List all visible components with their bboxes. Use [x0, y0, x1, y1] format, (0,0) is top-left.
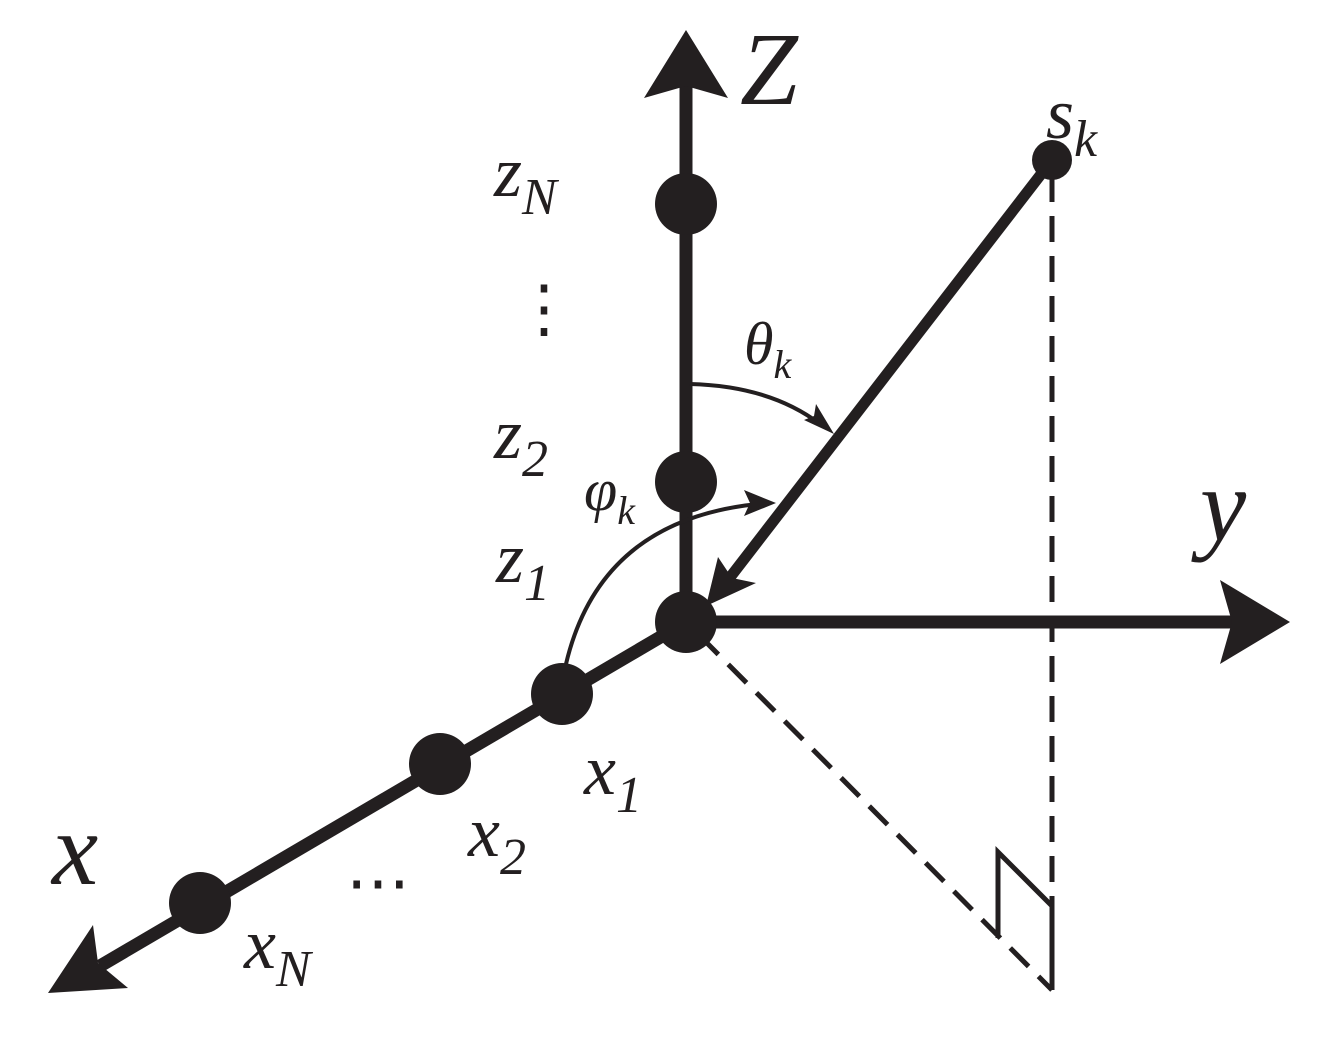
y-axis-label: y	[1191, 448, 1247, 563]
z-n-sub: N	[521, 169, 560, 226]
phi-label-base: φ	[584, 457, 617, 523]
x-1-sub: 1	[616, 767, 642, 824]
x-n-base: x	[243, 904, 276, 984]
z-element-2-label: z2	[493, 394, 548, 488]
x-element-n-label: xN	[243, 904, 314, 998]
z-element-2	[655, 451, 717, 513]
z-array-elements	[655, 173, 717, 653]
x-element-1	[531, 663, 593, 725]
theta-arc-arrowhead	[804, 404, 834, 434]
x-axis-arrowhead	[48, 925, 128, 993]
x-2-sub: 2	[500, 829, 526, 886]
x-ellipsis: ⋯	[346, 846, 410, 920]
z-axis-arrowhead	[644, 30, 728, 98]
x-2-base: x	[467, 792, 500, 872]
z-axis	[644, 30, 728, 622]
origin-element	[655, 591, 717, 653]
right-angle-marker	[995, 845, 1055, 985]
theta-label-sub: k	[773, 342, 792, 387]
source-point	[1032, 140, 1072, 180]
x-axis-label: x	[50, 792, 98, 907]
x-array-elements	[169, 663, 593, 934]
z-1-base: z	[495, 518, 524, 598]
phi-label: φk	[584, 457, 636, 533]
source-label-sub: k	[1074, 111, 1098, 168]
x-n-sub: N	[275, 941, 314, 998]
z-2-base: z	[493, 394, 522, 474]
x-element-2-label: x2	[467, 792, 526, 886]
z-axis-label: Z	[740, 12, 799, 127]
z-n-base: z	[493, 132, 522, 212]
z-2-sub: 2	[522, 431, 548, 488]
source-label: sk	[1046, 74, 1098, 168]
phi-arc-arrowhead	[744, 490, 776, 516]
z-element-n-label: zN	[493, 132, 560, 226]
z-element-1-label: z1	[495, 518, 550, 612]
source-label-base: s	[1046, 74, 1074, 154]
theta-label: θk	[744, 311, 792, 387]
z-element-n	[655, 173, 717, 235]
source-ray	[706, 140, 1072, 606]
source-ray-arrowhead	[706, 557, 756, 606]
phi-arc	[564, 490, 776, 665]
y-axis-arrowhead	[1220, 580, 1290, 664]
y-axis	[686, 580, 1290, 664]
projection-lines	[698, 176, 1055, 992]
phi-label-sub: k	[617, 488, 636, 533]
x-element-n	[169, 872, 231, 934]
x-element-1-label: x1	[583, 730, 642, 824]
theta-label-base: θ	[744, 311, 773, 377]
z-ellipsis: ⋮	[512, 272, 576, 346]
x-element-2	[409, 733, 471, 795]
z-1-sub: 1	[524, 555, 550, 612]
theta-arc	[689, 382, 834, 434]
ground-projection	[698, 634, 1054, 992]
x-1-base: x	[583, 730, 616, 810]
